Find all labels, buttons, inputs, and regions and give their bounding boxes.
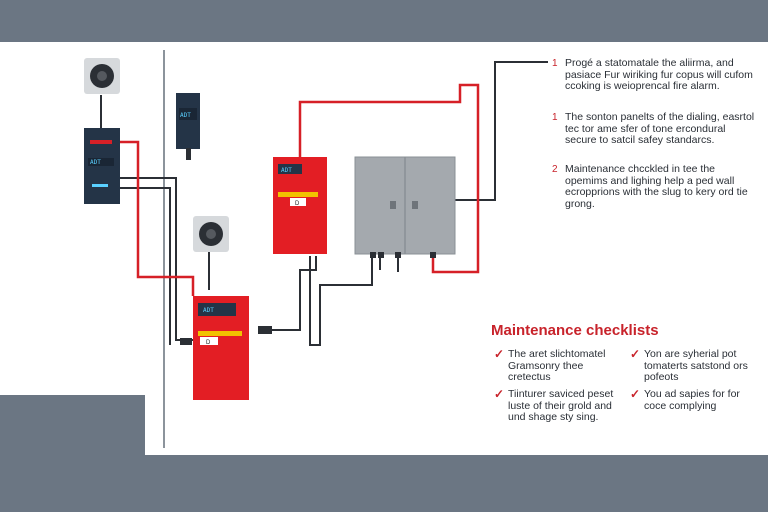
wire-lower-to-red-panel <box>258 256 317 331</box>
note-1-number: 1 <box>552 58 558 69</box>
smoke-detector-top <box>84 58 120 94</box>
wire-cabinet-to-note <box>455 61 548 201</box>
check-icon: ✓ <box>494 387 505 401</box>
check-icon: ✓ <box>630 387 641 401</box>
checklist-item-1: ✓ The aret slichtomatel Gramsonry thee c… <box>494 348 623 384</box>
panel-red-top-label: D <box>295 201 300 207</box>
fire-alarm-panel-lower: ADT D <box>180 296 272 400</box>
floor-shadow <box>0 395 145 455</box>
note-3-text: Maintenance chcckled in tee the opemims … <box>565 163 748 210</box>
wire-red-to-cabinet <box>309 254 373 346</box>
checklist-item-2-text: Yon are syherial pot tomaterts satstond … <box>644 348 748 383</box>
panel-mid-screen: ADT <box>180 112 191 119</box>
checklist-title: Maintenance checklists <box>491 322 659 339</box>
note-2-number: 1 <box>552 112 558 123</box>
note-3: 2 Maintenance chcckled in tee the opemim… <box>552 163 755 210</box>
note-2: 1 The sonton panelts of the dialing, eas… <box>552 111 755 147</box>
wire-panel-to-lower-panel <box>119 177 193 341</box>
checklist-item-3: ✓ Tiinturer saviced peset luste of their… <box>494 388 626 424</box>
red-wire-panel-to-lower <box>119 140 195 296</box>
wire-panel-secondary <box>119 187 171 345</box>
panel-left-screen: ADT <box>90 159 101 166</box>
control-panel-left: ADT <box>84 128 120 204</box>
smoke-detector-lower <box>193 216 229 252</box>
check-icon: ✓ <box>630 347 641 361</box>
panel-red-lower-screen: ADT <box>203 307 214 314</box>
checklist-item-3-text: Tiinturer saviced peset luste of their g… <box>508 388 614 423</box>
note-3-number: 2 <box>552 164 558 175</box>
note-1: 1 Progé a statomatale the aliirma, and p… <box>552 57 755 93</box>
red-wire-loop <box>298 83 480 274</box>
checklist-item-4-text: You ad sapies for for coce complying <box>644 388 740 412</box>
electrical-cabinet <box>354 156 456 258</box>
checklist-item-2: ✓ Yon are syherial pot tomaterts satston… <box>630 348 759 384</box>
note-2-text: The sonton panelts of the dialing, easrt… <box>565 111 755 146</box>
fire-alarm-panel-top: ADT D <box>273 157 327 254</box>
panel-red-lower-label: D <box>206 340 211 346</box>
check-icon: ✓ <box>494 347 505 361</box>
checklist-item-4: ✓ You ad sapies for for coce complying <box>630 388 759 412</box>
control-panel-mid: ADT <box>176 93 200 160</box>
checklist-item-1-text: The aret slichtomatel Gramsonry thee cre… <box>508 348 606 383</box>
power-wires <box>119 83 480 296</box>
panel-red-top-screen: ADT <box>281 167 292 174</box>
note-1-text: Progé a statomatale the aliirma, and pas… <box>565 57 753 92</box>
